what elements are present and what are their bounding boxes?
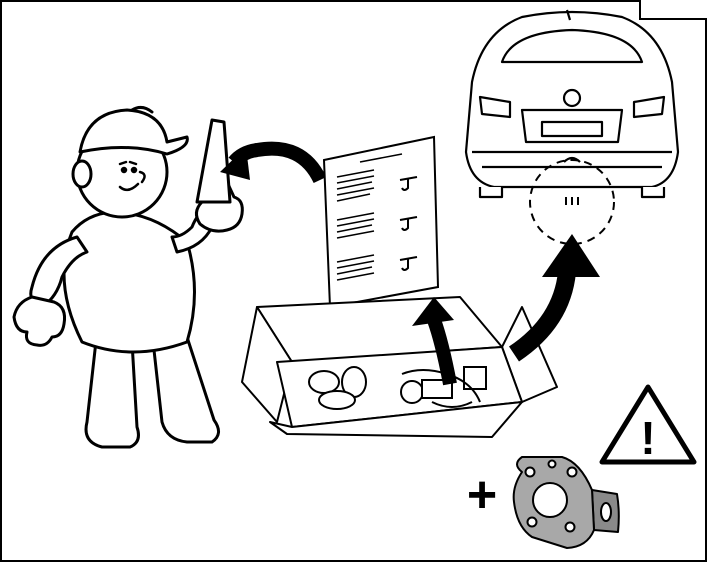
socket-pins bbox=[565, 197, 579, 205]
bracket-plate bbox=[512, 456, 620, 549]
hook-icon bbox=[399, 176, 418, 271]
mechanic-face bbox=[118, 160, 146, 192]
parts-box bbox=[241, 296, 558, 438]
arrow-to-car bbox=[508, 234, 600, 362]
arrow-to-figure bbox=[220, 141, 327, 184]
box-contents bbox=[308, 366, 487, 410]
svg-text:!: ! bbox=[640, 412, 655, 464]
car-rear bbox=[464, 9, 680, 199]
warning-icon: ! bbox=[599, 384, 697, 465]
instruction-sheet bbox=[322, 135, 440, 309]
plus-sign: + bbox=[467, 466, 497, 524]
mechanic-figure bbox=[12, 105, 244, 449]
corner-tab bbox=[639, 0, 707, 20]
towbar-socket-highlight bbox=[529, 159, 615, 245]
arrow-to-sheet bbox=[412, 297, 457, 386]
